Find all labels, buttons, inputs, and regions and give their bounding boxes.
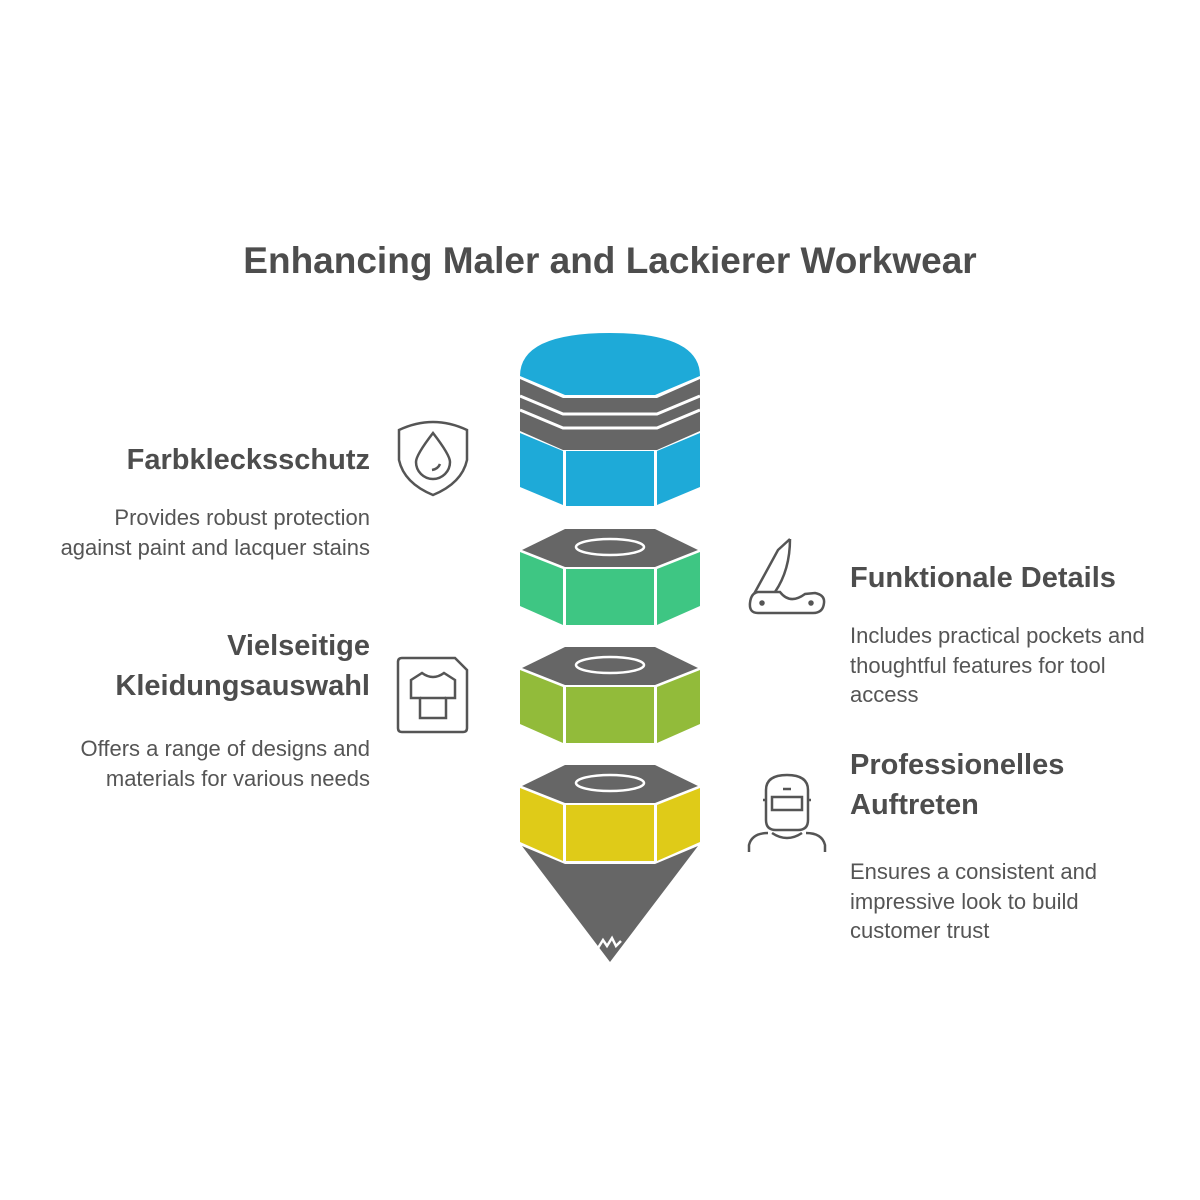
pencil-segment-3	[520, 765, 700, 861]
desc-funktionale-details: Includes practical pockets and thoughtfu…	[850, 623, 1145, 707]
heading-professionelles-auftreten: Professionelles Auftreten	[850, 749, 1065, 821]
desc-professionelles-auftreten: Ensures a consistent and impressive look…	[850, 859, 1098, 943]
desc-vielseitige-kleidungsauswahl: Offers a range of designs and materials …	[80, 736, 370, 791]
pencil-segment-2	[520, 647, 700, 743]
pencil-tip	[522, 846, 698, 962]
heading-funktionale-details: Funktionale Details	[850, 562, 1116, 594]
page-title: Enhancing Maler and Lackierer Workwear	[243, 240, 977, 281]
pocket-knife-icon	[748, 538, 826, 615]
pencil-eraser-segment	[519, 333, 701, 506]
shirt-card-icon	[396, 656, 469, 734]
pencil-segment-1	[520, 529, 700, 625]
shield-drop-icon	[397, 420, 469, 497]
heading-farbklecksschutz: Farbklecksschutz	[126, 444, 370, 476]
desc-farbklecksschutz: Provides robust protection against paint…	[60, 505, 370, 560]
welder-icon	[747, 773, 827, 852]
heading-vielseitige-kleidungsauswahl: Vielseitige Kleidungsauswahl	[115, 630, 370, 702]
